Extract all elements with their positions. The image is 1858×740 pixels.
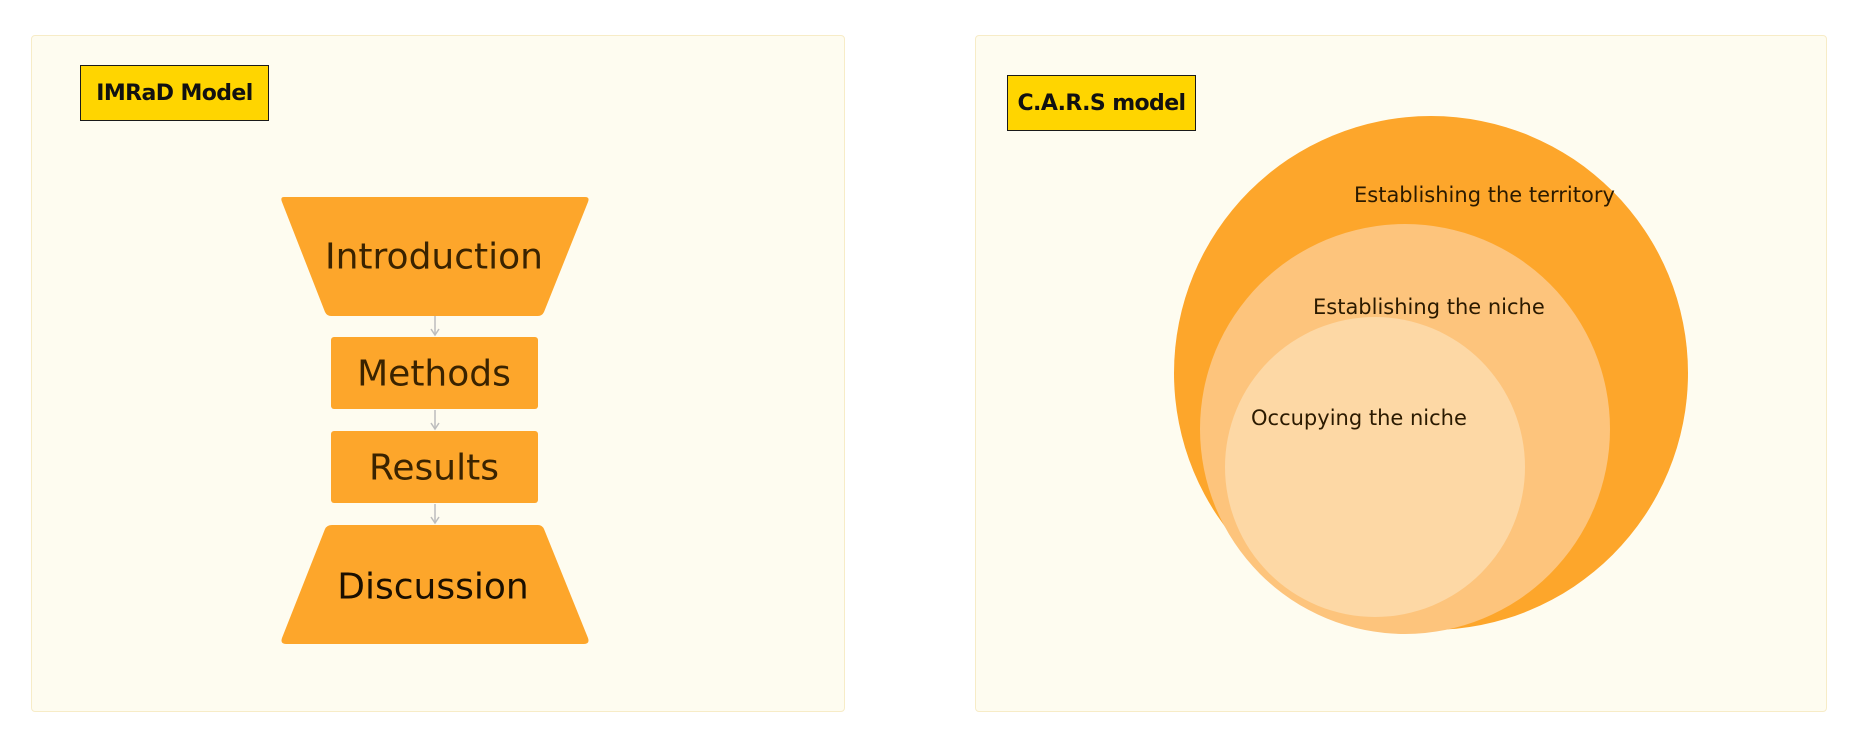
imrad-diagram: Introduction Methods Results Discussion <box>281 197 589 644</box>
connector-results-discussion <box>430 504 440 525</box>
cars-diagram: Establishing the territory Establishing … <box>1174 116 1688 634</box>
stage-results: Results <box>331 431 538 503</box>
connector-methods-results <box>430 410 440 431</box>
stage-methods: Methods <box>331 337 538 409</box>
connector-intro-methods <box>430 316 440 337</box>
cars-title: C.A.R.S model <box>1007 75 1196 131</box>
ring-occupying-niche <box>1225 317 1525 617</box>
stage-introduction-label: Introduction <box>325 237 543 278</box>
ring-occupying-niche-label: Occupying the niche <box>1251 406 1467 430</box>
stage-introduction: Introduction <box>281 197 589 316</box>
ring-establishing-territory-label: Establishing the territory <box>1354 183 1615 207</box>
stage-discussion: Discussion <box>281 525 589 644</box>
imrad-title: IMRaD Model <box>80 65 269 121</box>
stage-results-label: Results <box>369 448 499 489</box>
stage-discussion-label: Discussion <box>337 567 528 608</box>
stage-methods-label: Methods <box>357 354 511 395</box>
ring-establishing-niche-label: Establishing the niche <box>1313 295 1545 319</box>
